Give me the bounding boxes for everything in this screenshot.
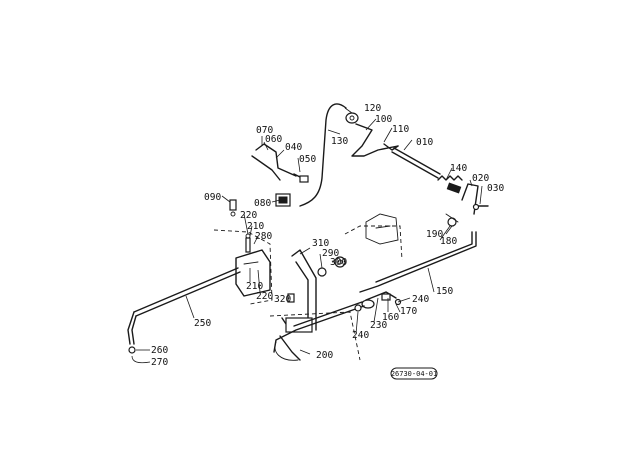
callout-220-lower: 220 [256,291,273,302]
callout-050: 050 [299,154,316,165]
callout-230: 230 [370,320,387,331]
leader-lines [131,107,483,364]
callout-090: 090 [204,192,221,203]
callout-170: 170 [400,306,417,317]
callout-290: 290 [322,248,339,259]
callout-310: 310 [312,238,329,249]
upper-cable-assembly [299,103,489,215]
callout-210-upper: 210 [247,221,264,232]
callout-010: 010 [416,137,433,148]
callout-150: 150 [436,286,453,297]
callout-250: 250 [194,318,211,329]
callout-070: 070 [256,125,273,136]
left-rod-assembly [127,267,241,354]
callout-240-left: 240 [352,330,369,341]
callout-240-right: 240 [412,294,429,305]
callout-030: 030 [487,183,504,194]
callout-190: 190 [426,229,443,240]
pedal-bracket-assembly [229,143,309,217]
callout-180: 180 [440,236,457,247]
callout-260: 260 [151,345,168,356]
callout-labels: 010 020 030 040 050 060 070 080 090 100 … [151,103,504,368]
callout-100: 100 [375,114,392,125]
callout-060: 060 [265,134,282,145]
callout-130: 130 [331,136,348,147]
callout-080: 080 [254,198,271,209]
callout-210-lower: 210 [246,281,263,292]
callout-160: 160 [382,312,399,323]
callout-320: 320 [274,294,291,305]
callout-040: 040 [285,142,302,153]
callout-220-upper: 220 [240,210,257,221]
callout-120: 120 [364,103,381,114]
callout-140: 140 [450,163,467,174]
callout-280: 280 [255,231,272,242]
drawing-code-stamp: 26730-04-01 [390,367,438,380]
callout-110: 110 [392,124,409,135]
callout-200: 200 [316,350,333,361]
callout-270: 270 [151,357,168,368]
drawing-code: 26730-04-01 [391,370,437,378]
callout-020: 020 [472,173,489,184]
callout-300: 300 [330,257,347,268]
